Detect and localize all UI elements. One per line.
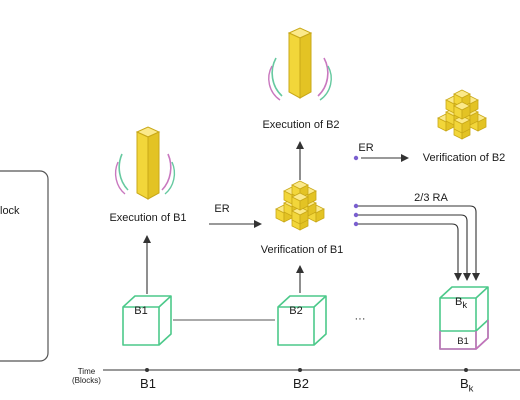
pillar-b2-icon [268,27,332,101]
label-er-2: ER [358,142,374,154]
label-verif-b1: Verification of B1 [260,244,344,256]
timeline-tick-b1 [145,368,149,372]
block-bk-top-label: Bk [455,296,468,312]
block-b1-icon [122,295,172,346]
block-b2-icon [277,295,327,346]
label-exec-b1: Execution of B1 [109,212,187,224]
block-bk-bottom-label: B1 [457,336,469,347]
timeline-tick-bk [464,368,468,372]
timeline-tick-b2 [298,368,302,372]
er2-dot [353,155,359,161]
label-ra: 2/3 RA [414,192,448,204]
timeline-axis-label: Time (Blocks) [72,367,101,385]
left-panel-text: lock [0,205,20,217]
label-verif-b2: Verification of B2 [422,152,506,164]
timeline-label-b2: B2 [293,376,309,391]
label-exec-b2: Execution of B2 [262,119,340,131]
label-er-1: ER [214,203,230,215]
label-dots: ··· [354,313,366,325]
block-b1-label: B1 [134,305,148,317]
block-bk-icon [439,286,489,350]
left-panel-box [0,170,49,362]
ra-dot-3 [353,221,359,227]
timeline-label-b1: B1 [140,376,156,391]
ra-dot-2 [353,212,359,218]
timeline-label-bk: Bk [460,376,474,395]
block-b2-label: B2 [289,305,303,317]
cube-cluster-b1-icon [275,180,325,231]
pillar-b1-icon [114,126,176,200]
cube-cluster-b2-icon [437,89,487,140]
ra-arrows [356,205,480,281]
ra-dot-1 [353,203,359,209]
